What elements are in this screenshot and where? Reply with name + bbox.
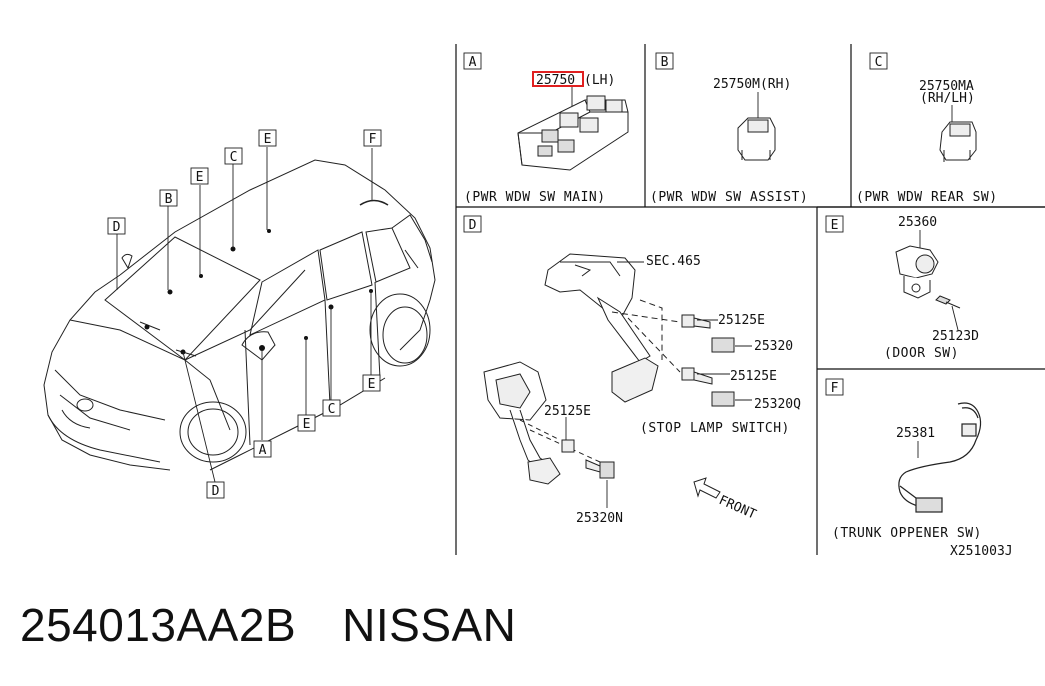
panel-c-letter: C — [875, 55, 883, 70]
part-25320q: 25320Q — [754, 397, 801, 412]
panel-a-part-suffix: (LH) — [584, 73, 615, 88]
panel-b: B 25750M(RH) (PWR WDW SW ASSIST) — [650, 52, 808, 205]
panel-a: A 25750 (LH) (PWR WDW SW MAIN) — [463, 52, 629, 205]
panel-grid — [455, 44, 1045, 555]
svg-text:E: E — [196, 170, 204, 185]
part-25320: 25320 — [754, 339, 793, 354]
panel-a-letter: A — [469, 55, 477, 70]
panel-b-caption: (PWR WDW SW ASSIST) — [650, 190, 808, 205]
panel-e-caption: (DOOR SW) — [884, 346, 959, 361]
part-25360: 25360 — [898, 215, 937, 230]
callout-leaders — [116, 147, 373, 483]
svg-text:B: B — [165, 192, 173, 207]
callout-c-top: C — [224, 147, 243, 165]
panel-d-letter: D — [469, 218, 477, 233]
panel-b-letter: B — [661, 55, 669, 70]
part-25125e-b: 25125E — [730, 369, 777, 384]
svg-text:E: E — [264, 132, 272, 147]
car-illustration — [43, 159, 436, 471]
callout-e-left: E — [190, 167, 209, 185]
rear-switch-drawing — [939, 121, 977, 162]
main-switch-drawing — [517, 95, 629, 171]
front-arrow-icon — [693, 477, 721, 499]
svg-text:E: E — [368, 377, 376, 392]
panel-f: F 25381 (TRUNK OPPENER SW) — [825, 378, 982, 541]
svg-text:D: D — [212, 484, 220, 499]
panel-d-caption: (STOP LAMP SWITCH) — [640, 421, 790, 436]
footer-brand: NISSAN — [342, 599, 517, 651]
highlight-box — [532, 71, 584, 87]
panel-f-caption: (TRUNK OPPENER SW) — [832, 526, 982, 541]
callout-e-top: E — [258, 129, 277, 147]
footer-part-number: 254013AA2B — [20, 599, 297, 651]
svg-text:A: A — [259, 443, 267, 458]
callout-f: F — [363, 129, 382, 147]
door-switch-drawing — [895, 245, 961, 309]
part-25125e-c: 25125E — [544, 404, 591, 419]
callout-b: B — [159, 189, 178, 207]
assist-switch-drawing — [737, 117, 776, 161]
part-25320n: 25320N — [576, 511, 623, 526]
panel-e: E 25360 25123D (DOOR SW) — [825, 215, 979, 361]
callout-e-right: E — [362, 374, 381, 392]
trunk-switch-drawing — [898, 402, 982, 513]
car-switch-dots — [144, 229, 373, 355]
sec-465-label: SEC.465 — [646, 254, 701, 269]
panel-c: C 25750MA (RH/LH) (PWR WDW REAR SW) — [856, 52, 998, 205]
panel-e-letter: E — [831, 218, 839, 233]
panel-a-part: 25750 — [536, 73, 575, 88]
panel-c-caption: (PWR WDW REAR SW) — [856, 190, 998, 205]
panel-b-part: 25750M(RH) — [713, 77, 791, 92]
panel-a-caption: (PWR WDW SW MAIN) — [464, 190, 606, 205]
front-label: FRONT — [716, 493, 758, 523]
callout-c-mid: C — [322, 399, 341, 417]
callout-a: A — [253, 440, 272, 458]
panel-f-letter: F — [831, 381, 839, 396]
panel-d: D — [463, 215, 801, 526]
svg-text:D: D — [113, 220, 121, 235]
svg-text:C: C — [230, 150, 238, 165]
car-callouts: D B E C E F E C E A D — [107, 129, 382, 499]
svg-text:E: E — [303, 417, 311, 432]
svg-text:C: C — [328, 402, 336, 417]
panel-c-part-line2: (RH/LH) — [920, 91, 975, 106]
part-25125e-a: 25125E — [718, 313, 765, 328]
panel-c-part-line1: 25750MA — [919, 79, 974, 94]
callout-e-mid: E — [297, 414, 316, 432]
footer: 254013AA2B NISSAN — [20, 598, 516, 652]
part-25123d: 25123D — [932, 329, 979, 344]
brake-pedal-drawing — [483, 253, 735, 485]
diagram-code: X251003J — [950, 544, 1013, 559]
callout-d-top: D — [107, 217, 126, 235]
callout-d-bottom: D — [206, 481, 225, 499]
part-25381: 25381 — [896, 426, 935, 441]
svg-text:F: F — [369, 132, 377, 147]
